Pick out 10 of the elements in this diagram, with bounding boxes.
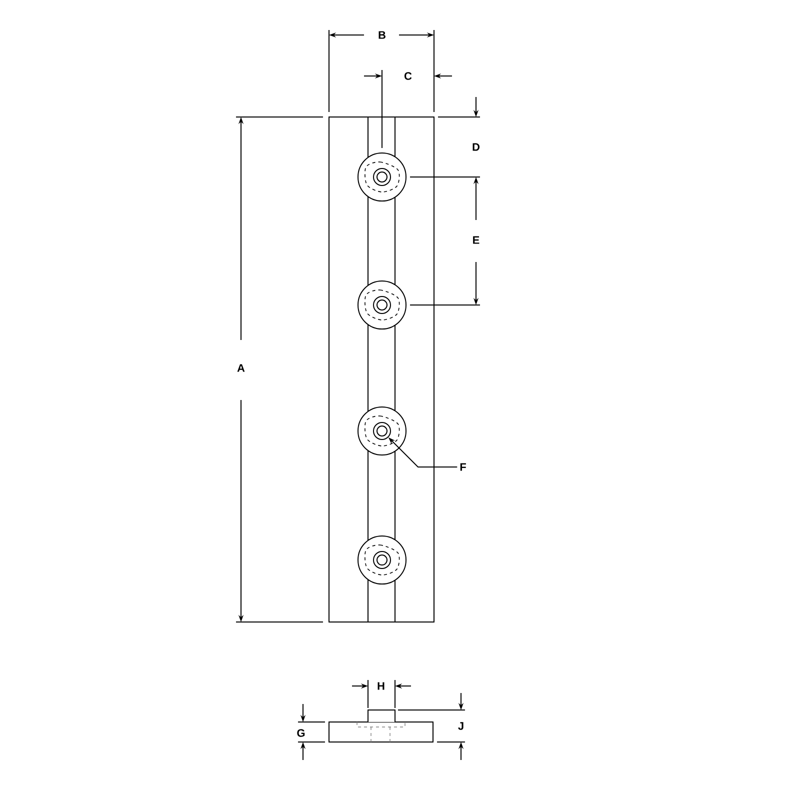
dimension-label: B (378, 31, 386, 39)
dimension-label: G (297, 729, 305, 737)
fastener-hole (373, 422, 391, 440)
dimension-label: E (473, 236, 480, 244)
dimension-label: F (460, 463, 466, 471)
dimension-label: D (472, 143, 480, 151)
dimension-label: C (404, 72, 412, 80)
dimension-label: A (237, 364, 245, 372)
dimension-label: J (458, 722, 464, 730)
dimension-label: H (378, 682, 384, 690)
